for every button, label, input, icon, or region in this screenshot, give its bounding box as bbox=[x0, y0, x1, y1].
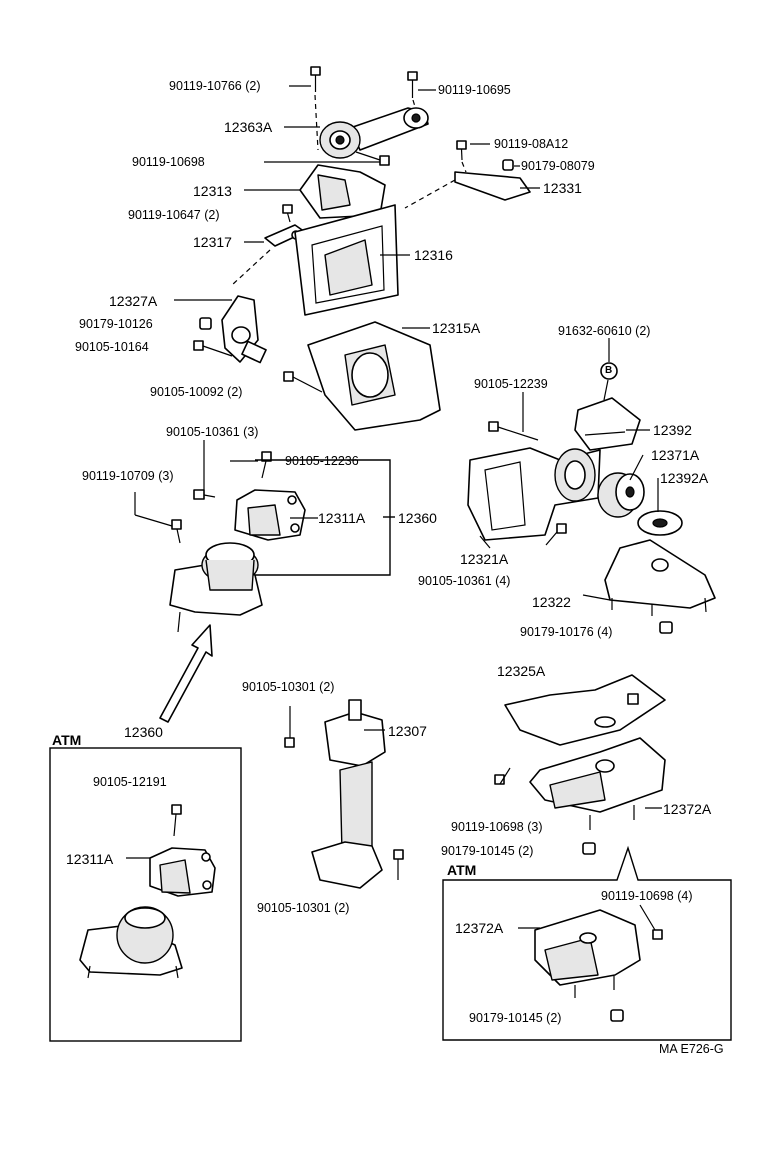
label-90119-10647: 90119-10647 (2) bbox=[128, 208, 220, 222]
label-90105-10301-top: 90105-10301 (2) bbox=[242, 680, 335, 694]
bracket-12315A bbox=[307, 321, 441, 431]
label-12325A: 12325A bbox=[497, 663, 546, 679]
label-90179-10126: 90179-10126 bbox=[79, 317, 153, 331]
bolt-90105-10301-bottom bbox=[393, 849, 404, 880]
label-atm-right-12372A: 12372A bbox=[455, 920, 504, 936]
bolt-90119-10709 bbox=[171, 519, 182, 544]
label-atm-left-12360: 12360 bbox=[124, 724, 163, 740]
label-12360: 12360 bbox=[398, 510, 437, 526]
bolt-90105-12236 bbox=[261, 451, 272, 479]
bolt-90119-10698-3 bbox=[494, 767, 511, 785]
label-atm-right-90179-10145: 90179-10145 (2) bbox=[469, 1011, 562, 1025]
label-atm-right: ATM bbox=[447, 862, 477, 878]
label-12316: 12316 bbox=[414, 247, 453, 263]
nut-90179-10126 bbox=[199, 317, 212, 330]
bolt-90105-10361-4 bbox=[545, 523, 567, 546]
bolt-90119-10647 bbox=[282, 204, 293, 223]
label-12317: 12317 bbox=[193, 234, 232, 250]
label-90105-12236: 90105-12236 bbox=[285, 454, 359, 468]
label-90119-10709: 90119-10709 (3) bbox=[82, 469, 174, 483]
label-12313: 12313 bbox=[193, 183, 232, 199]
damper-12307 bbox=[311, 699, 386, 889]
bubble-B bbox=[600, 362, 618, 380]
bushing-12371A bbox=[597, 472, 645, 518]
label-90179-10176: 90179-10176 (4) bbox=[520, 625, 613, 639]
label-12331: 12331 bbox=[543, 180, 582, 196]
atm-bracket-12311A bbox=[149, 847, 216, 897]
nut-90179-08079 bbox=[502, 159, 514, 171]
label-90105-10092: 90105-10092 (2) bbox=[150, 385, 243, 399]
bracket-12313 bbox=[299, 164, 386, 219]
label-90179-10145: 90179-10145 (2) bbox=[441, 844, 534, 858]
label-12372A: 12372A bbox=[663, 801, 712, 817]
label-90105-12239: 90105-12239 bbox=[474, 377, 548, 391]
nut-90179-10145 bbox=[582, 842, 596, 855]
label-12371A: 12371A bbox=[651, 447, 700, 463]
bracket-12322 bbox=[604, 539, 716, 616]
atm-nut-90179-10145 bbox=[610, 1009, 624, 1022]
bolt-90105-10092 bbox=[283, 371, 323, 393]
torque-rod-12363A bbox=[319, 107, 429, 159]
label-atm-right-90119-10698: 90119-10698 (4) bbox=[601, 889, 693, 903]
label-bubble-B: B bbox=[605, 365, 613, 376]
bolt-90119-10695 bbox=[407, 71, 418, 98]
label-12392: 12392 bbox=[653, 422, 692, 438]
label-atm-left-12311A: 12311A bbox=[66, 851, 114, 867]
atm-insulator-12360 bbox=[79, 906, 183, 979]
bolt-90105-10301-top bbox=[284, 706, 295, 748]
label-12327A: 12327A bbox=[109, 293, 158, 309]
label-12315A: 12315A bbox=[432, 320, 481, 336]
nut-90179-10176 bbox=[659, 621, 673, 634]
bracket-12327A bbox=[221, 295, 267, 364]
label-12311A: 12311A bbox=[318, 510, 366, 526]
label-90105-10361-4: 90105-10361 (4) bbox=[418, 574, 511, 588]
atm-mount-12372A bbox=[534, 909, 641, 998]
label-90105-10164: 90105-10164 bbox=[75, 340, 149, 354]
atm-left-box bbox=[49, 747, 242, 1042]
washer-12392A bbox=[637, 510, 683, 536]
bolt-90119-08A12 bbox=[456, 140, 467, 161]
diagram-code: MA E726-G bbox=[659, 1042, 724, 1056]
bolt-90105-10164 bbox=[193, 340, 233, 357]
label-90119-10698-top: 90119-10698 bbox=[132, 155, 205, 169]
label-90105-10301-bottom: 90105-10301 (2) bbox=[257, 901, 350, 915]
bracket-12331 bbox=[454, 171, 531, 201]
atm-bolt-90119-10698 bbox=[639, 904, 663, 940]
label-12392A: 12392A bbox=[660, 470, 709, 486]
insulator-12360 bbox=[169, 542, 263, 633]
label-12321A: 12321A bbox=[460, 551, 509, 567]
label-atm-left: ATM bbox=[52, 732, 82, 748]
label-91632-60610: 91632-60610 (2) bbox=[558, 324, 651, 338]
label-90119-08A12: 90119-08A12 bbox=[494, 137, 569, 151]
label-atm-left-90105-12191: 90105-12191 bbox=[93, 775, 167, 789]
bolt-90119-10766 bbox=[310, 66, 321, 92]
label-90119-10766: 90119-10766 (2) bbox=[169, 79, 261, 93]
bolt-90105-10361-3 bbox=[193, 489, 216, 500]
label-90119-10698-3: 90119-10698 (3) bbox=[451, 820, 543, 834]
bolt-90119-10698-top bbox=[355, 151, 390, 166]
atm-right-box bbox=[442, 845, 732, 1041]
bolt-90105-12239 bbox=[488, 421, 539, 441]
bracket-12321A bbox=[467, 447, 601, 541]
frame-12316 bbox=[294, 204, 399, 316]
label-90105-10361-3: 90105-10361 (3) bbox=[166, 425, 259, 439]
label-12363A: 12363A bbox=[224, 119, 273, 135]
plate-12325A bbox=[504, 674, 666, 746]
bracket-12311A bbox=[234, 489, 306, 541]
label-90179-08079: 90179-08079 bbox=[521, 159, 595, 173]
label-12322: 12322 bbox=[532, 594, 571, 610]
atm-bolt-90105-12191 bbox=[171, 804, 182, 837]
label-12307: 12307 bbox=[388, 723, 427, 739]
pointer-arrow bbox=[159, 624, 213, 723]
cover-12392 bbox=[574, 397, 641, 451]
label-90119-10695: 90119-10695 bbox=[438, 83, 511, 97]
mount-12372A bbox=[529, 737, 666, 830]
